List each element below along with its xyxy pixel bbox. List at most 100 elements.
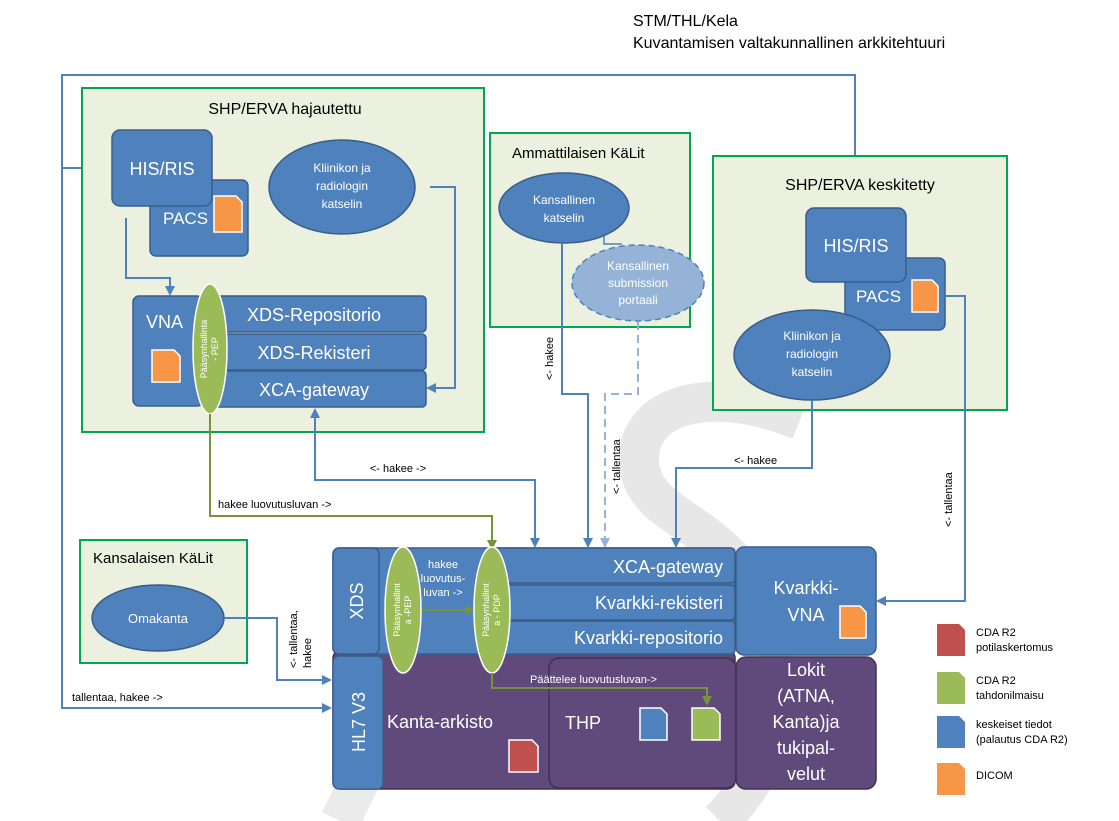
cda-tahdonilmaisu-icon <box>691 707 721 741</box>
hakee-luovutus-line3: luvan -> <box>423 587 462 599</box>
legend-label-potilaskertomus-2: potilaskertomus <box>976 642 1054 654</box>
label-hakee-both: <- hakee -> <box>370 463 426 475</box>
legend-swatch-dicom <box>937 763 965 795</box>
kvarkki-vna-line2: VNA <box>787 605 824 625</box>
hakee-luovutus-line2: luovutus- <box>421 573 466 585</box>
his-ris-box-keskitetty[interactable] <box>805 207 907 283</box>
kvarkki-registry-label: Kvarkki-rekisteri <box>595 593 723 613</box>
kanta-pep-line2: a -PEP <box>403 596 413 625</box>
submission-portal-line2: submission <box>608 276 668 290</box>
cda-keskeiset-icon <box>639 707 668 741</box>
omakanta-label: Omakanta <box>128 611 189 626</box>
kanta-pep-ellipse[interactable] <box>384 546 422 674</box>
label-hakee-right: <- hakee <box>734 455 777 467</box>
pep-label-line2: - PEP <box>210 337 220 361</box>
legend-label-potilaskertomus-1: CDA R2 <box>976 627 1016 639</box>
legend-label-dicom: DICOM <box>976 770 1013 782</box>
clinician-viewer-k-line1: Kliinikon ja <box>783 329 841 343</box>
kanta-archive-label: Kanta-arkisto <box>387 712 493 732</box>
ammattilaisen-title: Ammattilaisen KäLit <box>512 145 645 162</box>
legend-swatch-tahdonilmaisu <box>937 672 965 704</box>
label-paattelee: Päättelee luovutusluvan-> <box>530 674 657 686</box>
label-tallentaa-omakanta-1: <- tallentaa, <box>288 610 300 668</box>
kvarkki-vna-line1: Kvarkki- <box>773 578 838 598</box>
kvarkki-xca-label: XCA-gateway <box>613 557 723 577</box>
label-hakee-luovutusluvan: hakee luovutusluvan -> <box>218 499 331 511</box>
logs-box[interactable] <box>735 656 877 790</box>
xds-side-tab[interactable] <box>332 547 380 655</box>
clinician-viewer-line1: Kliinikon ja <box>313 161 371 175</box>
shp-hajautettu-title: SHP/ERVA hajautettu <box>208 101 361 118</box>
clinician-viewer-k-line2: radiologin <box>786 347 838 361</box>
kansalaisen-title: Kansalaisen KäLit <box>93 550 214 567</box>
his-ris-label: HIS/RIS <box>129 159 194 179</box>
clinician-viewer-k-line3: katselin <box>792 365 833 379</box>
xds-registry-label: XDS-Rekisteri <box>257 343 370 363</box>
logs-line2: (ATNA, <box>777 686 835 706</box>
omakanta-connector <box>224 617 332 685</box>
hakee-luovutus-line1: hakee <box>428 559 458 571</box>
header-line2: Kuvantamisen valtakunnallinen arkkitehtu… <box>633 35 945 52</box>
his-ris-box[interactable] <box>111 129 213 207</box>
dicom-icon <box>213 195 243 233</box>
legend-label-keskeiset-2: (palautus CDA R2) <box>976 734 1068 746</box>
pep-label-line1: Pääsynhallinta <box>199 320 209 379</box>
hakee-luovutusluvan-connector <box>209 414 497 550</box>
label-hakee-left: <- hakee <box>544 337 556 380</box>
logs-line3: Kanta)ja <box>772 712 840 732</box>
submission-portal-line1: Kansallinen <box>607 259 669 273</box>
logs-line1: Lokit <box>787 660 825 680</box>
label-tallentaa-right: <- tallentaa <box>943 471 955 527</box>
clinician-viewer-ellipse[interactable] <box>268 139 416 235</box>
submission-portal-ellipse[interactable] <box>571 244 705 322</box>
dicom-icon <box>911 279 939 313</box>
his-ris-label-keskitetty: HIS/RIS <box>823 236 888 256</box>
connector-left-outer <box>61 168 332 713</box>
dicom-icon <box>151 349 181 383</box>
hl7-side-label: HL7 V3 <box>349 692 369 752</box>
kanta-pdp-line2: a - PDP <box>492 594 502 626</box>
national-viewer-connector <box>561 243 593 548</box>
label-tallentaa-dashed: <- tallentaa <box>611 438 623 494</box>
national-viewer-line1: Kansallinen <box>533 193 595 207</box>
legend-swatch-potilaskertomus <box>937 624 965 656</box>
logs-line4: tukipal- <box>777 738 835 758</box>
legend-label-tahdonilmaisu-2: tahdonilmaisu <box>976 690 1044 702</box>
legend-label-tahdonilmaisu-1: CDA R2 <box>976 675 1016 687</box>
clinician-viewer-line2: radiologin <box>316 179 368 193</box>
kvarkki-repository-label: Kvarkki-repositorio <box>574 628 723 648</box>
hakee-both-connector <box>310 408 540 548</box>
connector-top <box>61 74 856 210</box>
dicom-icon <box>839 605 867 639</box>
vna-label: VNA <box>146 312 183 332</box>
paattelee-connector <box>491 673 712 706</box>
viewer-to-xca-arrow <box>426 186 456 393</box>
clinician-viewer-line3: katselin <box>322 197 363 211</box>
national-viewer-ellipse[interactable] <box>498 172 630 244</box>
legend-swatch-keskeiset <box>937 716 965 748</box>
shp-keskitetty-title: SHP/ERVA keskitetty <box>785 177 935 194</box>
legend-label-keskeiset-1: keskeiset tiedot <box>976 719 1052 731</box>
hl7-side-tab[interactable] <box>332 655 384 790</box>
pacs-to-vna-arrow <box>125 218 175 296</box>
legend: CDA R2 potilaskertomus CDA R2 tahdonilma… <box>937 624 1068 795</box>
thp-label: THP <box>565 713 601 733</box>
viewer-to-portal-arrow <box>603 236 622 245</box>
pacs-label: PACS <box>163 209 208 228</box>
submission-portal-line3: portaali <box>618 293 657 307</box>
xds-repository-label: XDS-Repositorio <box>247 305 381 325</box>
kanta-pep-line1: Pääsynhallint <box>392 583 402 637</box>
pacs-label-keskitetty: PACS <box>856 287 901 306</box>
kanta-pdp-line1: Pääsynhallint <box>481 583 491 637</box>
label-tallentaa-hakee: tallentaa, hakee -> <box>72 692 163 704</box>
label-tallentaa-omakanta-2: hakee <box>302 638 314 668</box>
xca-gateway-label: XCA-gateway <box>259 380 369 400</box>
cda-potilaskertomus-icon <box>508 739 539 773</box>
header-line1: STM/THL/Kela <box>633 13 738 30</box>
keskitetty-pacs-connector <box>876 295 966 606</box>
kvarkki-vna-box[interactable] <box>735 546 877 656</box>
xds-side-label: XDS <box>347 582 367 619</box>
national-viewer-line2: katselin <box>544 211 585 225</box>
keskitetty-viewer-connector <box>671 400 813 548</box>
